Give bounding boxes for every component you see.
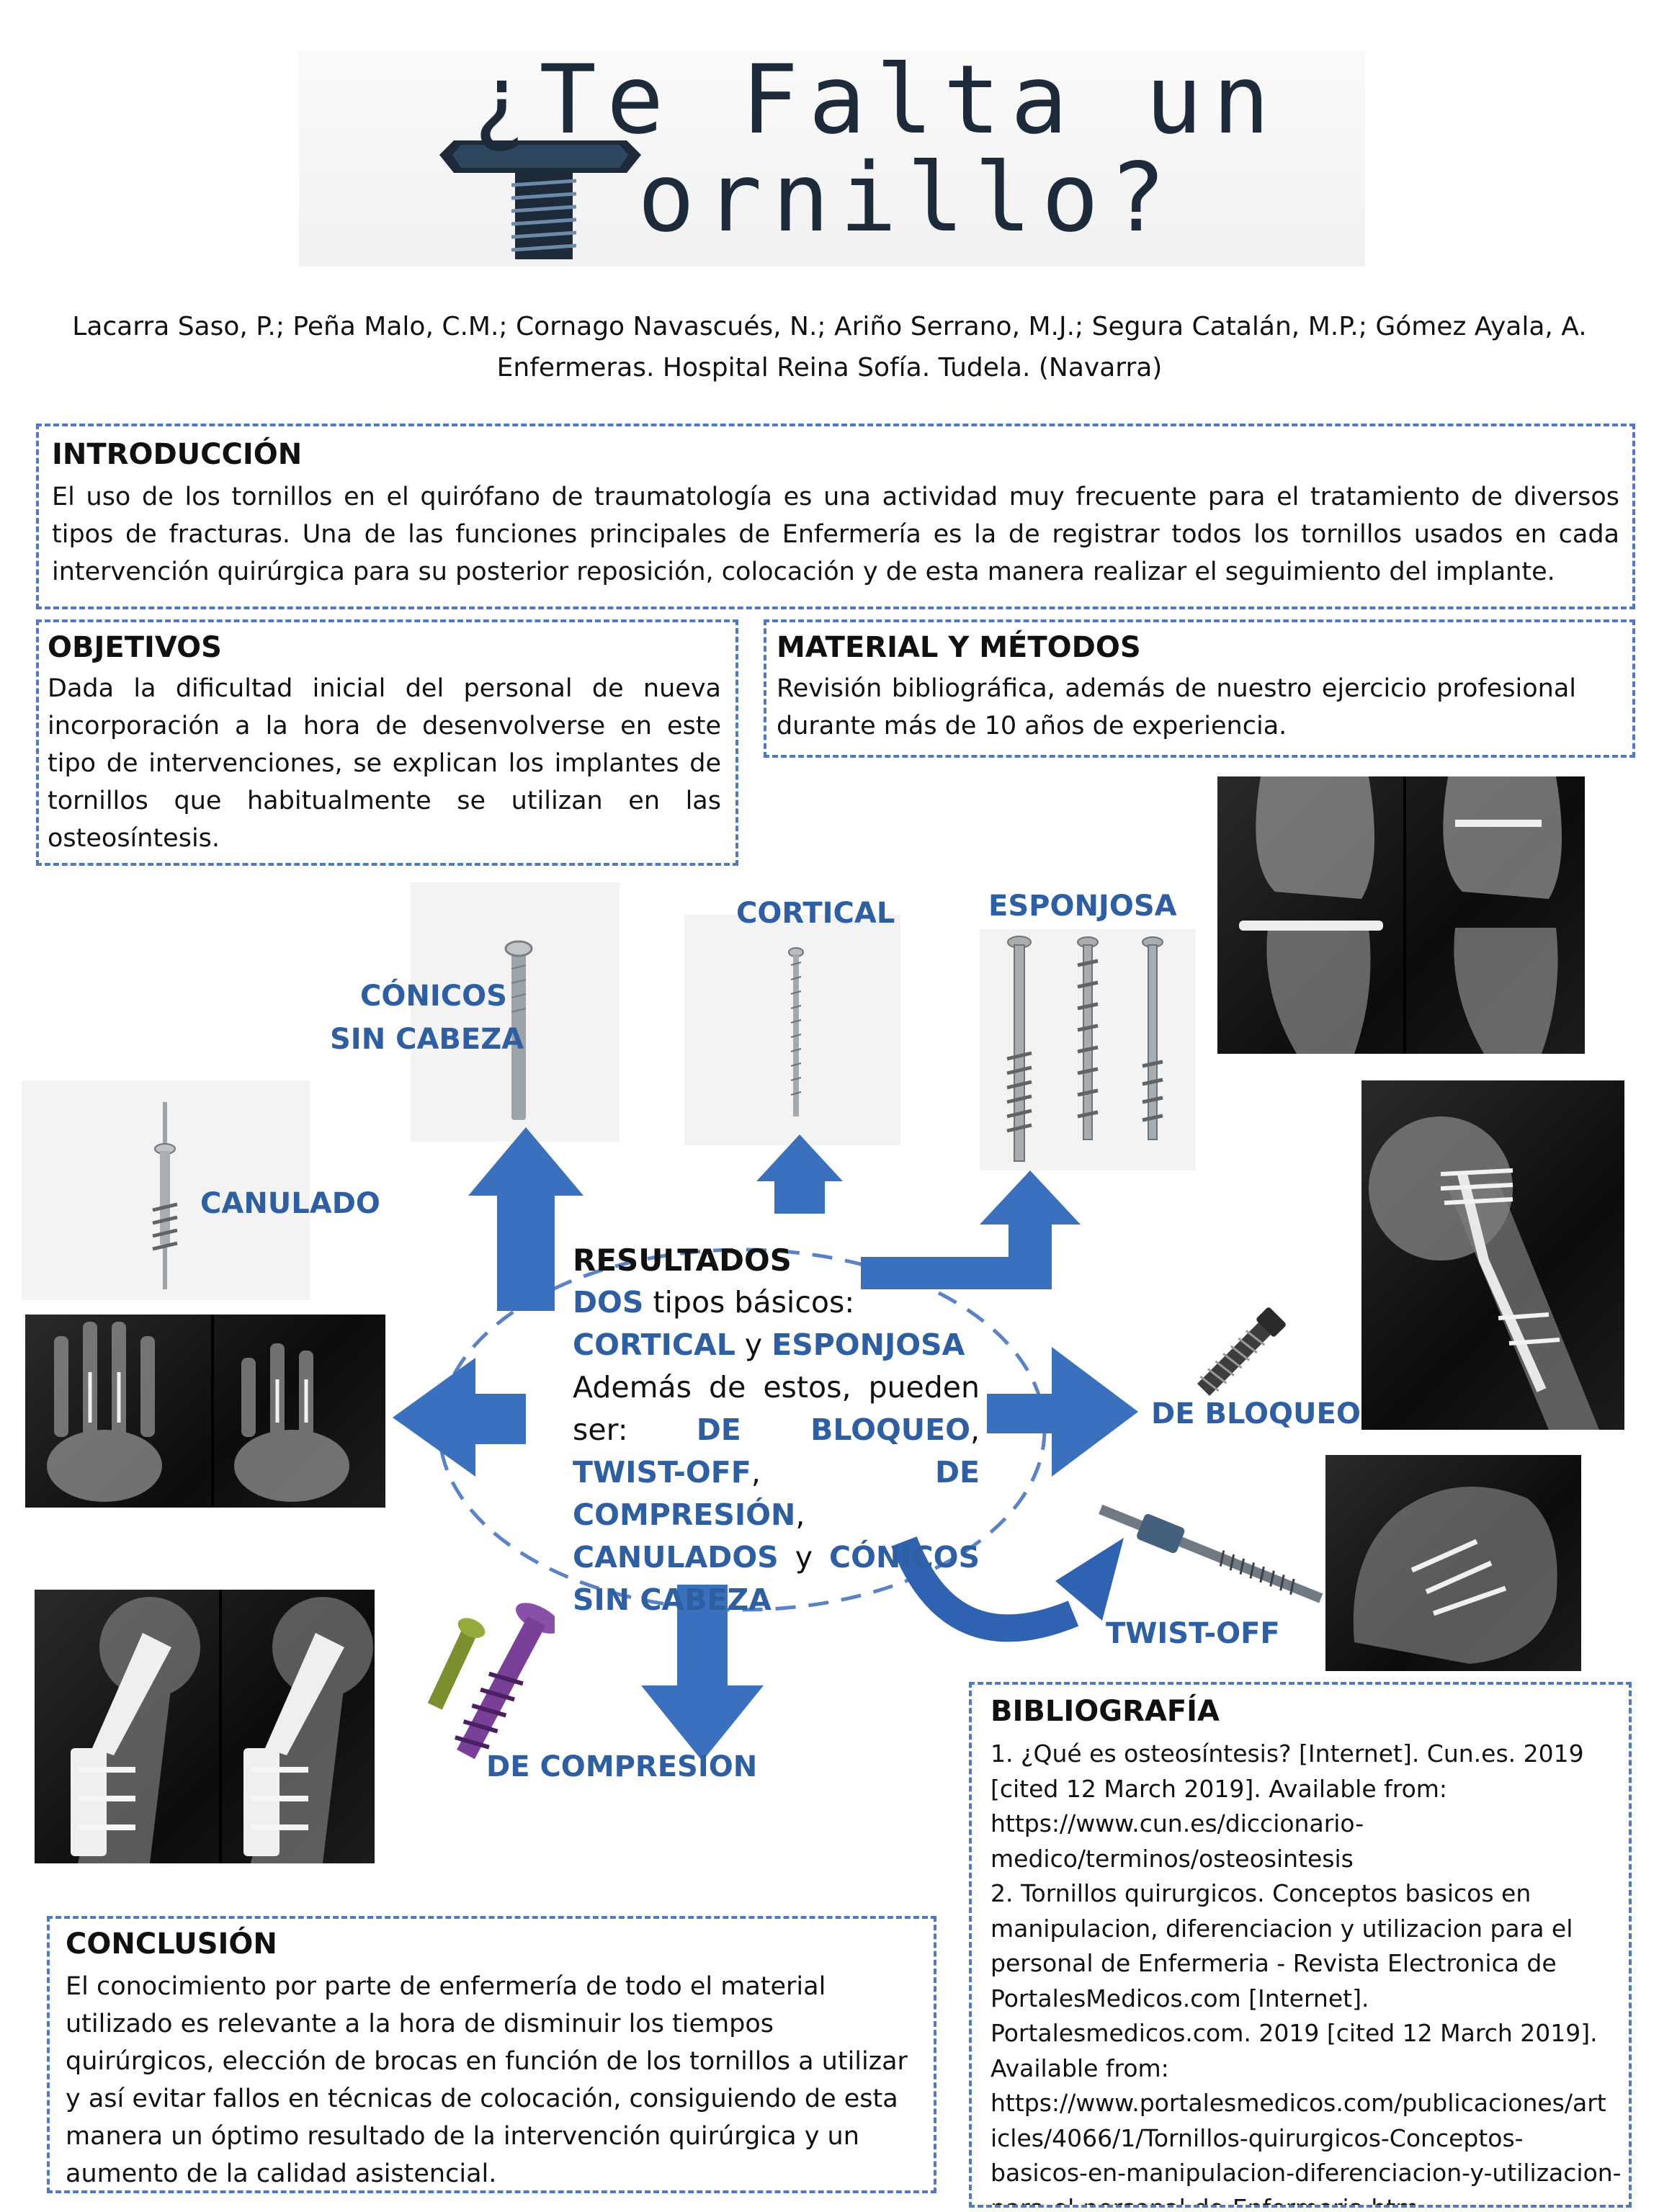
bib-link[interactable]: medico/terminos/osteosintesis — [991, 1844, 1354, 1873]
label-compresion: DE COMPRESION — [486, 1750, 758, 1783]
label-canulado: CANULADO — [200, 1187, 380, 1220]
locking-screw-icon — [1197, 1307, 1286, 1396]
label-esponjosa: ESPONJOSA — [988, 890, 1177, 923]
twist-inline: TWIST-OFF — [573, 1455, 751, 1490]
intro-box: INTRODUCCIÓN El uso de los tornillos en … — [36, 424, 1635, 609]
resultados-line-basic: CORTICAL y ESPONJOSA — [573, 1324, 980, 1366]
comma-1: , — [970, 1412, 980, 1447]
bibliografia-list: 1. ¿Qué es osteosíntesis? [Internet]. Cu… — [991, 1737, 1624, 2208]
arrow-left-canulado — [393, 1358, 526, 1477]
bib-line: manipulacion, diferenciacion y utilizaci… — [991, 1914, 1573, 1943]
objetivos-box: OBJETIVOS Dada la dificultad inicial del… — [36, 619, 738, 866]
objetivos-text: Dada la dificultad inicial del personal … — [48, 674, 721, 853]
bloqueo-inline: DE BLOQUEO — [696, 1412, 970, 1447]
label-twist-off: TWIST-OFF — [1106, 1617, 1280, 1650]
bibliografia-box: BIBLIOGRAFÍA 1. ¿Qué es osteosíntesis? [… — [969, 1682, 1632, 2208]
objetivos-title: OBJETIVOS — [48, 631, 222, 664]
bib-link[interactable]: para-el-personal-de-Enfermeria.htm — [991, 2193, 1419, 2208]
arrow-right-bloqueo — [987, 1347, 1138, 1477]
bib-link[interactable]: https://www.cun.es/diccionario- — [991, 1809, 1364, 1837]
conical-screw-icon — [504, 940, 533, 1120]
title-line-2: ornillo? — [638, 143, 1176, 254]
resultados-title: RESULTADOS — [573, 1242, 792, 1278]
arrow-curve-twist — [891, 1536, 1079, 1642]
label-conicos-2: SIN CABEZA — [330, 1023, 524, 1056]
resultados-paragraph: Además de estos, pueden ser: DE BLOQUEO,… — [573, 1366, 980, 1621]
bib-link[interactable]: https://www.portalesmedicos.com/publicac… — [991, 2089, 1606, 2117]
material-box: MATERIAL Y MÉTODOS Revisión bibliográfic… — [764, 619, 1635, 758]
conical-screw-image — [411, 882, 620, 1142]
bib-line: Portalesmedicos.com. 2019 [cited 12 Marc… — [991, 2019, 1598, 2047]
knee-xray-image — [1217, 776, 1585, 1054]
bibliografia-title: BIBLIOGRAFÍA — [991, 1695, 1220, 1728]
bib-line: 2. Tornillos quirurgicos. Conceptos basi… — [991, 1879, 1531, 1907]
arrow-up-cortical — [756, 1134, 843, 1214]
intro-text: El uso de los tornillos en el quirófano … — [52, 483, 1619, 586]
dos-label: DOS — [573, 1285, 644, 1320]
screw-logo-icon — [439, 140, 641, 259]
cancellous-screws-image — [980, 929, 1196, 1170]
canulados-inline: CANULADOS — [573, 1540, 779, 1575]
arrow-elbow-esponjosa — [861, 1170, 1081, 1289]
bib-line: Available from: — [991, 2054, 1169, 2082]
tipos-text: tipos básicos: — [643, 1285, 855, 1320]
foot-xray-image — [1325, 1455, 1581, 1671]
cancellous-screws-icon — [1006, 936, 1163, 1162]
bib-link[interactable]: icles/4066/1/Tornillos-quirurgicos-Conce… — [991, 2123, 1524, 2152]
conclusion-title: CONCLUSIÓN — [66, 1927, 277, 1961]
material-text: Revisión bibliográfica, además de nuestr… — [777, 674, 1576, 740]
twist-off-screw-icon — [1099, 1504, 1323, 1603]
cortical-screw-image — [684, 915, 900, 1145]
cortical-inline: CORTICAL — [573, 1327, 735, 1362]
bib-line: [cited 12 March 2019]. Available from: — [991, 1774, 1448, 1803]
shoulder-xray-image — [1361, 1080, 1624, 1430]
affiliation: Enfermeras. Hospital Reina Sofía. Tudela… — [496, 353, 1163, 382]
cannulated-screw-icon — [152, 1102, 178, 1289]
conicos-inline: CÓNICOS SIN CABEZA — [573, 1540, 980, 1617]
conclusion-box: CONCLUSIÓN El conocimiento por parte de … — [47, 1916, 936, 2193]
intro-title: INTRODUCCIÓN — [52, 438, 303, 471]
arrow-up-conicos — [468, 1127, 583, 1311]
authors: Lacarra Saso, P.; Peña Malo, C.M.; Corna… — [72, 312, 1587, 341]
comma-2: , — [751, 1455, 935, 1490]
compresion-inline: DE COMPRESIÓN — [573, 1455, 980, 1532]
conclusion-text: El conocimiento por parte de enfermería … — [66, 1972, 908, 2188]
y-text: y — [735, 1327, 772, 1362]
y2-text: y — [778, 1540, 830, 1575]
esponjosa-inline: ESPONJOSA — [772, 1327, 965, 1362]
resultados-block: RESULTADOS DOS tipos básicos: CORTICAL y… — [573, 1239, 980, 1621]
label-conicos-1: CÓNICOS — [360, 980, 507, 1013]
hip-xray-image — [35, 1590, 375, 1863]
label-cortical: CORTICAL — [736, 897, 895, 930]
label-bloqueo: DE BLOQUEO — [1151, 1397, 1361, 1430]
arrow-down-compresion — [641, 1585, 764, 1761]
material-title: MATERIAL Y MÉTODOS — [777, 631, 1141, 664]
cannulated-screw-image — [22, 1080, 310, 1300]
ademas-text: Además de estos, pueden ser: — [573, 1370, 980, 1447]
resultados-line-dos: DOS tipos básicos: — [573, 1281, 980, 1324]
bib-link[interactable]: basicos-en-manipulacion-diferenciacion-y… — [991, 2159, 1622, 2187]
hand-xray-image — [25, 1315, 385, 1508]
bib-line: PortalesMedicos.com [Internet]. — [991, 1984, 1369, 2012]
bib-line: personal de Enfermeria - Revista Electro… — [991, 1949, 1557, 1977]
title-line-1: ¿Te Falta un — [472, 45, 1280, 156]
title-logo: ¿Te Falta un ornillo? — [299, 45, 1365, 267]
comma-3: , — [795, 1497, 805, 1532]
compression-screws-icon — [427, 1603, 555, 1760]
bib-line: 1. ¿Qué es osteosíntesis? [Internet]. Cu… — [991, 1739, 1584, 1768]
cortical-screw-icon — [788, 947, 804, 1116]
